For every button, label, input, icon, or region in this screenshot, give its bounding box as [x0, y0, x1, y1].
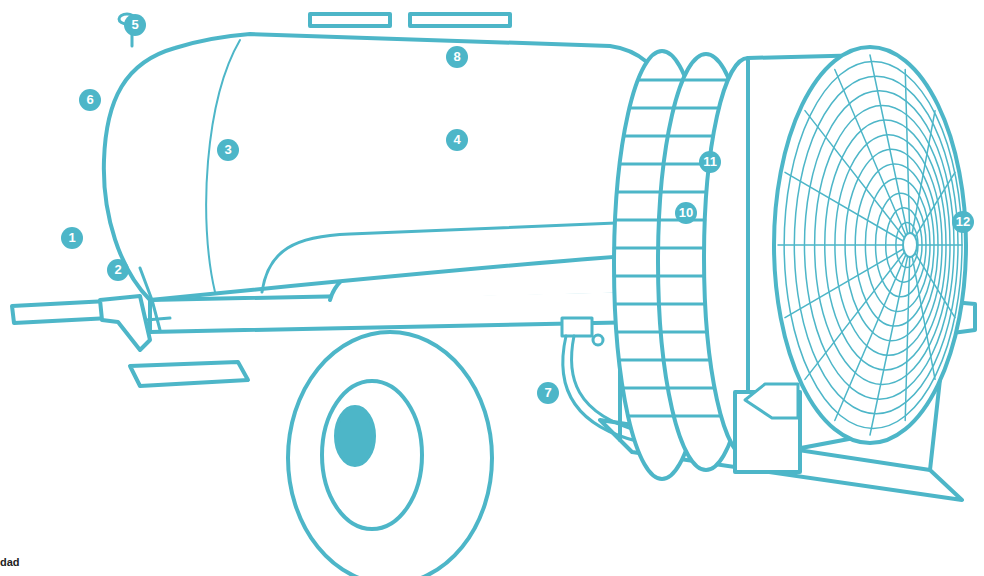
- fan-housing: [614, 47, 966, 479]
- housing-rib: [674, 415, 721, 418]
- gearbox-cover: [745, 384, 798, 418]
- callout-number: 11: [699, 151, 721, 173]
- housing-rib: [615, 303, 659, 306]
- callout-number: 1: [61, 227, 83, 249]
- housing-rib: [624, 135, 668, 138]
- fan-guard-spoke: [805, 111, 910, 245]
- fan-guard-spoke: [910, 172, 955, 245]
- callout-number: 7: [537, 382, 559, 404]
- housing-rib: [674, 107, 719, 110]
- housing-rib: [628, 415, 674, 418]
- tank-hatch: [310, 14, 390, 26]
- housing-rib: [617, 191, 661, 194]
- fan-guard-spoke: [785, 245, 910, 318]
- housing-rib: [616, 331, 660, 334]
- callout-number: 2: [107, 259, 129, 281]
- housing-rib: [683, 79, 728, 82]
- callout-number: 4: [446, 129, 468, 151]
- rim: [322, 381, 422, 529]
- fan-guard-ring: [774, 47, 966, 443]
- housing-rib: [638, 79, 683, 82]
- fan-guard-spoke: [835, 245, 910, 421]
- housing-rib: [658, 275, 704, 278]
- valve-knob: [593, 335, 603, 345]
- callout-number: 12: [952, 211, 974, 233]
- housing-rib: [614, 275, 658, 278]
- housing-rib: [615, 219, 659, 222]
- housing-rib: [668, 135, 713, 138]
- drain-valve: [140, 268, 170, 330]
- housing-rib: [664, 359, 710, 362]
- housing-rib: [619, 359, 664, 362]
- housing-rib: [623, 387, 668, 390]
- fan-guard-spoke: [805, 245, 910, 379]
- drawbar: [12, 301, 110, 323]
- fan-hub: [903, 233, 917, 257]
- callout-number: 3: [217, 139, 239, 161]
- housing-rib: [659, 303, 705, 306]
- gearbox: [735, 384, 800, 472]
- callout-number: 10: [675, 202, 697, 224]
- housing-rib: [614, 247, 658, 250]
- housing-rib: [658, 247, 704, 250]
- fan-guard-spoke: [778, 244, 910, 246]
- callout-number: 8: [446, 46, 468, 68]
- fan-guard-spoke: [785, 172, 910, 245]
- fan-guard-spoke: [870, 245, 910, 435]
- housing-rib: [629, 107, 673, 110]
- tank-body: [104, 34, 665, 300]
- tank-seam: [206, 40, 240, 292]
- fan-guard-spoke: [835, 69, 910, 245]
- tank-shoulder: [262, 222, 640, 292]
- tank: [104, 14, 665, 330]
- tire: [288, 332, 492, 576]
- callout-number: 6: [79, 89, 101, 111]
- housing-rib: [661, 331, 707, 334]
- housing-rib: [620, 163, 664, 166]
- wheel: [288, 332, 492, 576]
- fan-guard-spoke: [910, 245, 935, 379]
- fan-guard-spoke: [870, 55, 910, 245]
- housing-rib: [668, 387, 715, 390]
- step: [130, 362, 248, 386]
- tank-hatch: [410, 14, 510, 26]
- housing-rib: [661, 191, 707, 194]
- caption-fragment: dad: [0, 556, 20, 568]
- fan-guard-spoke: [905, 245, 910, 421]
- hitch: [100, 296, 150, 350]
- callout-number: 5: [124, 14, 146, 36]
- wheel-hub: [336, 407, 374, 465]
- fan-guard-spoke: [905, 69, 910, 245]
- valve-box: [562, 318, 592, 336]
